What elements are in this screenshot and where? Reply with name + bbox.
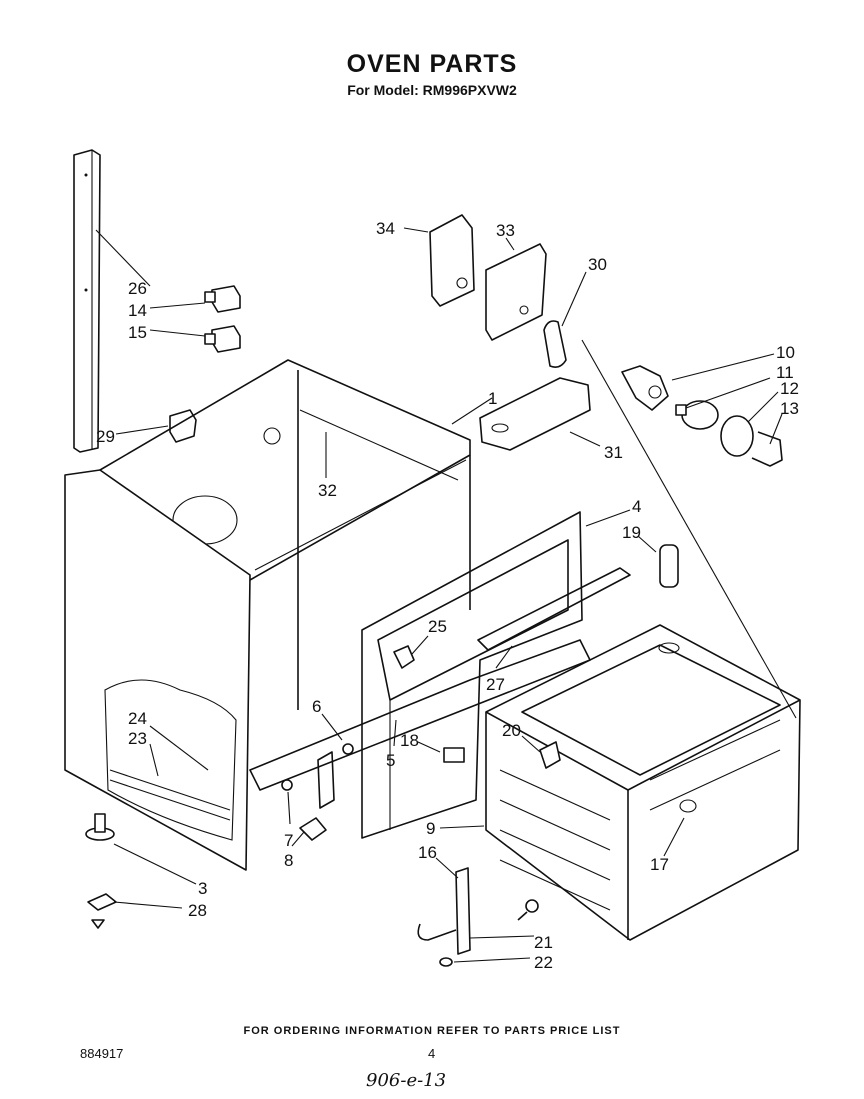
part-label-11: 11 xyxy=(776,363,794,382)
rack-rail xyxy=(477,567,631,651)
part-label-9: 9 xyxy=(426,819,435,838)
rack-support xyxy=(539,741,561,769)
part-label-18: 18 xyxy=(400,731,419,750)
part-label-14: 14 xyxy=(128,301,147,320)
part-label-12: 12 xyxy=(780,379,799,398)
part-label-31: 31 xyxy=(604,443,623,462)
part-label-1: 1 xyxy=(488,389,497,408)
lens-clip xyxy=(751,431,783,467)
page-number: 4 xyxy=(428,1046,436,1061)
vent-tube xyxy=(658,544,680,654)
light-socket xyxy=(621,365,669,411)
side-trim-rail xyxy=(73,149,101,453)
part-label-17: 17 xyxy=(650,855,669,874)
part-label-5: 5 xyxy=(386,751,395,770)
part-label-22: 22 xyxy=(534,953,553,972)
hinge-assembly xyxy=(281,743,354,841)
part-label-26: 26 xyxy=(128,279,147,298)
part-label-23: 23 xyxy=(128,729,147,748)
part-label-21: 21 xyxy=(534,933,553,952)
part-label-28: 28 xyxy=(188,901,207,920)
light-lens xyxy=(720,415,754,457)
catalog-number: 884917 xyxy=(80,1046,124,1061)
part-label-13: 13 xyxy=(780,399,799,418)
leveling-leg xyxy=(85,813,115,841)
part-label-24: 24 xyxy=(128,709,147,728)
oven-switch-upper xyxy=(204,285,241,313)
part-label-30: 30 xyxy=(588,255,607,274)
part-label-34: 34 xyxy=(376,219,395,238)
part-label-10: 10 xyxy=(776,343,795,362)
door-hinge-bracket xyxy=(417,867,471,955)
part-label-7: 7 xyxy=(284,831,293,850)
burner-cover xyxy=(479,377,591,451)
oven-switch-lower xyxy=(204,325,241,353)
part-label-16: 16 xyxy=(418,843,437,862)
part-label-27: 27 xyxy=(486,675,505,694)
igniter xyxy=(393,645,415,669)
door-frame xyxy=(361,511,583,839)
part-label-32: 32 xyxy=(318,481,337,500)
part-label-20: 20 xyxy=(502,721,521,740)
model-subtitle: For Model: RM996PXVW2 xyxy=(347,82,517,98)
nut xyxy=(439,957,453,967)
page-title: OVEN PARTS xyxy=(346,50,518,78)
part-label-25: 25 xyxy=(428,617,447,636)
light-bulb xyxy=(675,400,719,430)
part-label-3: 3 xyxy=(198,879,207,898)
handwritten-note: 906-e-13 xyxy=(366,1070,447,1091)
part-label-19: 19 xyxy=(622,523,641,542)
bracket-33 xyxy=(485,243,547,341)
bottom-tray xyxy=(249,639,591,791)
bracket-34 xyxy=(429,214,475,307)
part-label-29: 29 xyxy=(96,427,115,446)
elbow-fitting xyxy=(543,320,567,368)
part-label-15: 15 xyxy=(128,323,147,342)
part-label-8: 8 xyxy=(284,851,293,870)
screw xyxy=(517,899,539,921)
ordering-note: FOR ORDERING INFORMATION REFER TO PARTS … xyxy=(243,1025,621,1037)
part-label-4: 4 xyxy=(632,497,641,516)
part-number-labels: 34 33 30 26 14 15 10 11 12 13 1 29 31 32… xyxy=(96,219,799,972)
part-label-33: 33 xyxy=(496,221,515,240)
burner-orifice xyxy=(443,747,465,763)
oven-liner xyxy=(485,624,801,941)
leader-lines xyxy=(95,227,797,963)
side-panel xyxy=(64,469,251,871)
anti-tip-clip xyxy=(87,893,117,929)
part-label-6: 6 xyxy=(312,697,321,716)
